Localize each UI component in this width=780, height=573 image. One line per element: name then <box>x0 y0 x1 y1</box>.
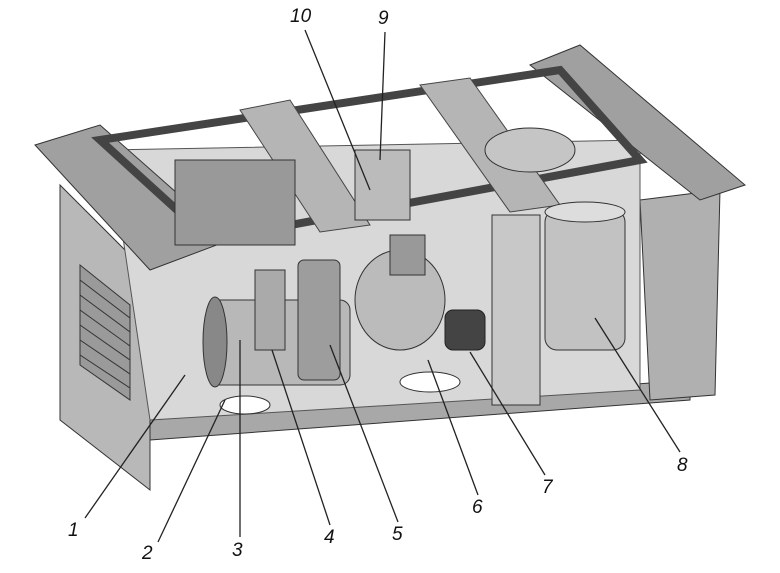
callout-3: 3 <box>232 540 243 561</box>
filter-4 <box>254 269 286 351</box>
callout-4: 4 <box>324 527 335 548</box>
tank-8 <box>544 209 626 351</box>
top-frame-right <box>529 44 747 201</box>
callout-1: 1 <box>68 520 79 541</box>
tank-8-top <box>544 201 626 223</box>
partition-panel <box>491 214 541 406</box>
louver-grille <box>79 263 131 401</box>
callout-5: 5 <box>392 524 403 545</box>
actuator-7 <box>444 309 486 351</box>
leader-lines <box>84 29 681 543</box>
callout-10: 10 <box>290 6 312 27</box>
pump-valve <box>389 234 426 276</box>
callout-7: 7 <box>542 477 553 498</box>
top-rail <box>91 65 648 245</box>
filter-5 <box>297 259 341 381</box>
callout-9: 9 <box>378 8 389 29</box>
enclosure-right-side <box>639 189 721 401</box>
tank-top <box>484 127 576 173</box>
control-box <box>174 159 296 246</box>
motor-end <box>202 296 228 388</box>
callout-2: 2 <box>142 543 153 564</box>
callout-6: 6 <box>472 497 483 518</box>
filter-9-10 <box>354 149 411 221</box>
callout-8: 8 <box>677 455 688 476</box>
floor-hole-2 <box>219 395 271 415</box>
floor-hole <box>399 371 461 393</box>
